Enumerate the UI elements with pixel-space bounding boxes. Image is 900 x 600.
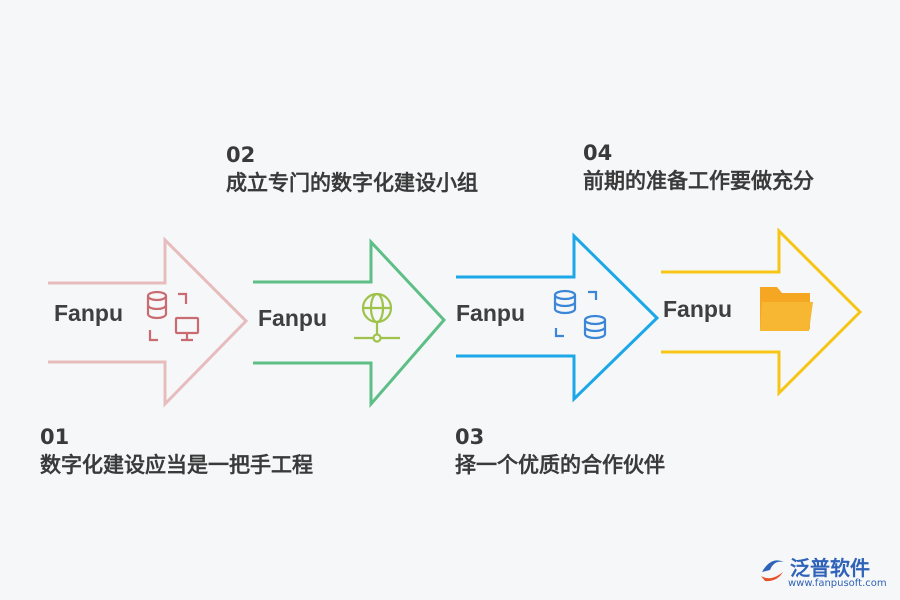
step-2-text: 成立专门的数字化建设小组 (226, 171, 478, 195)
logo-brand: 泛普软件 (790, 556, 870, 580)
step-4-number: 04 (583, 141, 613, 165)
folder-icon (760, 287, 813, 331)
logo-mark-icon (761, 560, 784, 582)
logo-url: www.fanpusoft.com (788, 578, 887, 589)
step-1-text: 数字化建设应当是一把手工程 (40, 453, 313, 477)
step-1-number: 01 (40, 425, 70, 449)
database-sync-icon (553, 289, 607, 340)
step-3-caption: 03 择一个优质的合作伙伴 (455, 424, 665, 480)
arrow-3-outline (456, 232, 660, 403)
step-2-caption: 02 成立专门的数字化建设小组 (226, 142, 478, 198)
network-globe-icon (354, 292, 400, 343)
arrow-3-label: Fanpu (456, 300, 525, 326)
step-3-number: 03 (455, 425, 485, 449)
fanpusoft-logo: 泛普软件 www.fanpusoft.com (758, 550, 890, 594)
database-computer-icon (146, 290, 200, 342)
step-2-number: 02 (226, 143, 256, 167)
step-3-text: 择一个优质的合作伙伴 (455, 453, 665, 477)
arrow-1-label: Fanpu (54, 300, 123, 326)
step-4-caption: 04 前期的准备工作要做充分 (583, 140, 814, 196)
step-4-text: 前期的准备工作要做充分 (583, 169, 814, 193)
arrow-4-outline (661, 227, 863, 397)
arrow-2-label: Fanpu (258, 305, 327, 331)
step-1-caption: 01 数字化建设应当是一把手工程 (40, 424, 313, 480)
arrow-1-outline (48, 236, 249, 408)
arrow-4-label: Fanpu (663, 296, 732, 322)
arrow-2-outline (253, 238, 447, 409)
